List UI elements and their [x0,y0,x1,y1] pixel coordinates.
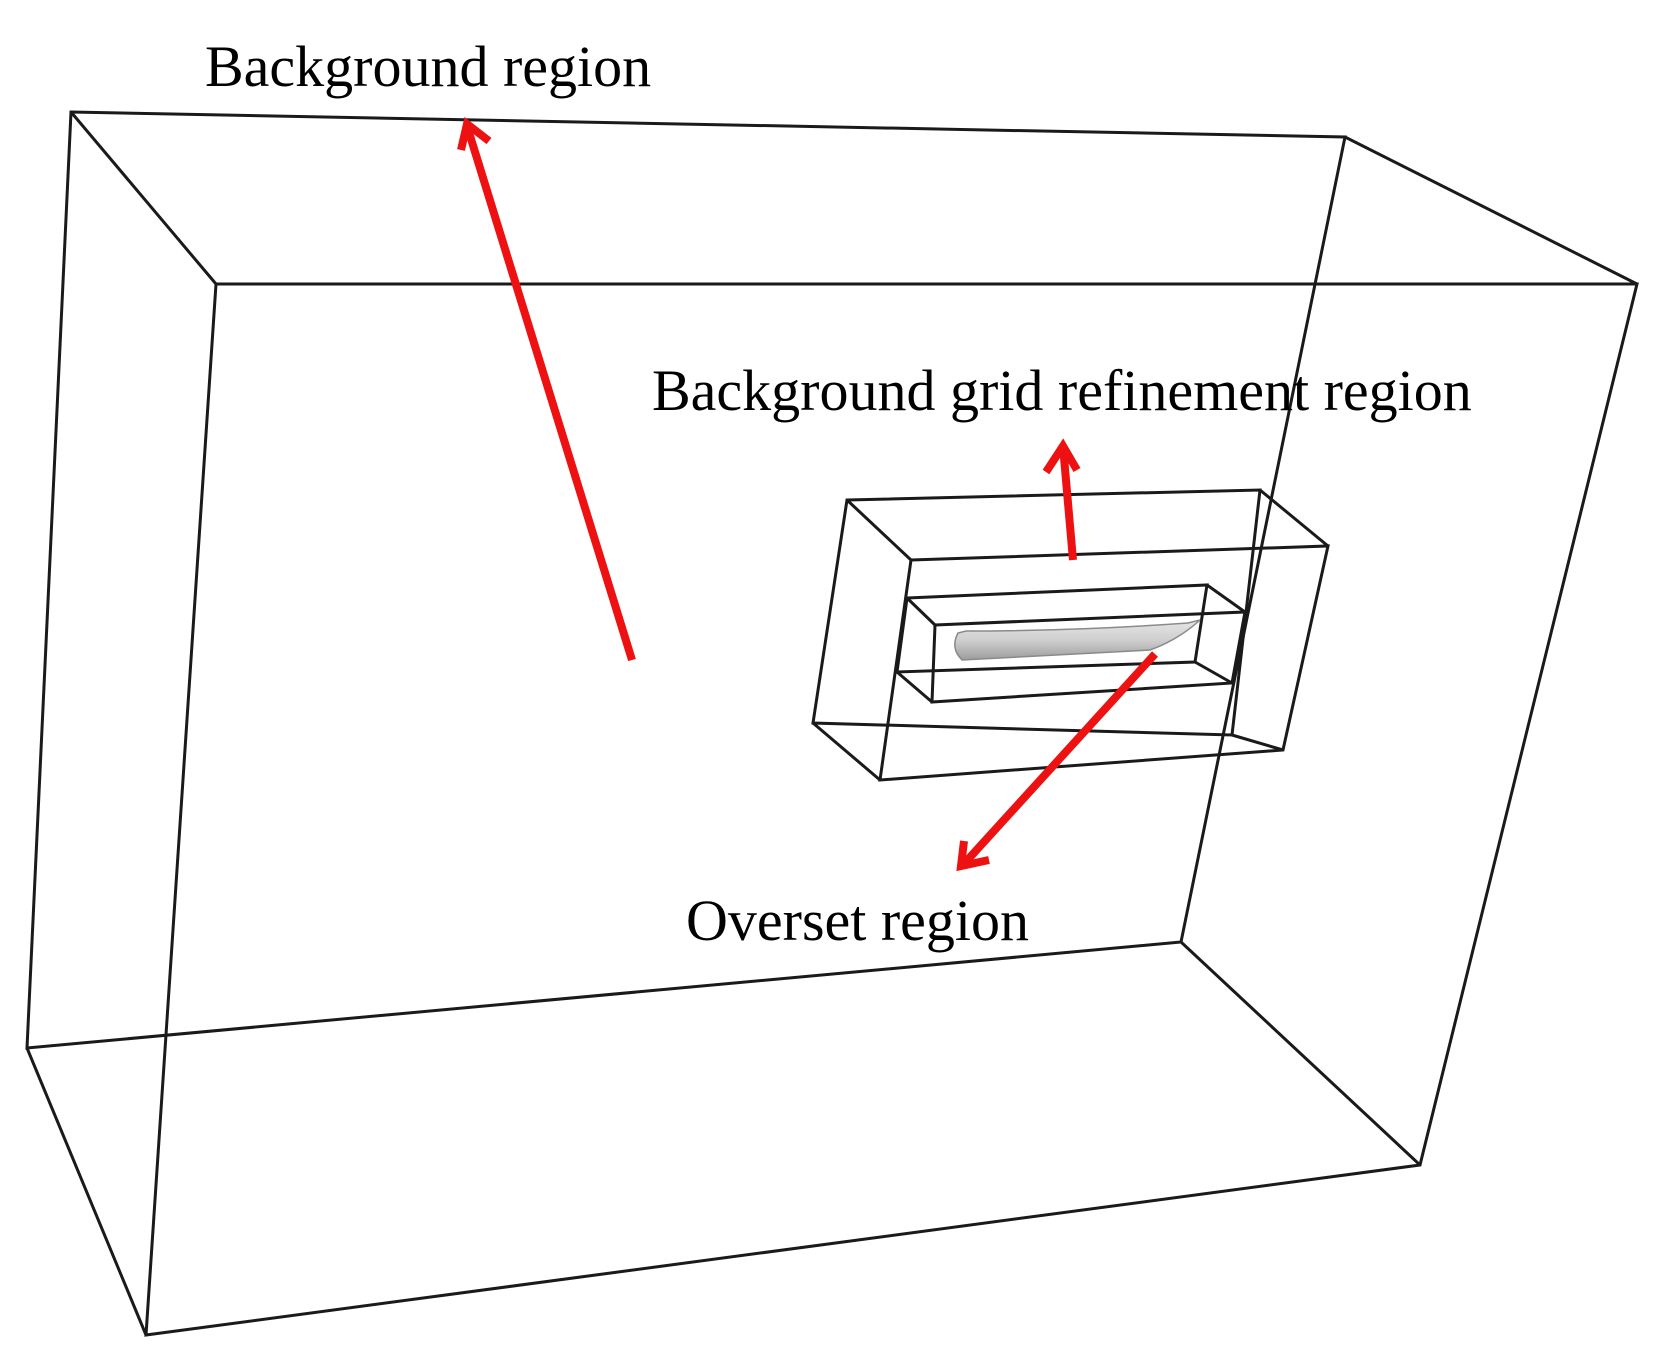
background-box-edge-top-right [1344,135,1638,286]
overset-box-edge-3 [1194,660,1233,685]
background-box-edge-bottom-left [25,1047,148,1336]
arrow-to-overset-region [956,651,1158,872]
background-box-edge-top-left [69,111,218,285]
ship-hull [954,619,1201,661]
refinement-region-box [811,488,1330,782]
overset-region-box [895,583,1247,704]
overset-box-edge-4 [896,670,933,704]
background-domain-box [25,110,1639,1337]
arrow-to-refinement-region [1042,438,1081,561]
overset-box-edge-2 [1206,583,1246,614]
refinement-box-edge-3 [1231,733,1284,752]
label-background-region: Background region [205,34,651,99]
label-overset-region: Overset region [686,888,1029,953]
background-box-front-face [144,282,1639,1337]
refinement-box-edge-2 [1259,488,1329,548]
overset-box-edge-1 [905,596,937,627]
arrow-to-background-region [457,117,636,662]
label-refinement-region: Background grid refinement region [652,358,1472,423]
background-box-edge-bottom-right [1179,940,1422,1167]
refinement-box-edge-1 [845,498,913,562]
refinement-box-back-face [811,488,1262,737]
refinement-box-edge-4 [812,721,881,782]
